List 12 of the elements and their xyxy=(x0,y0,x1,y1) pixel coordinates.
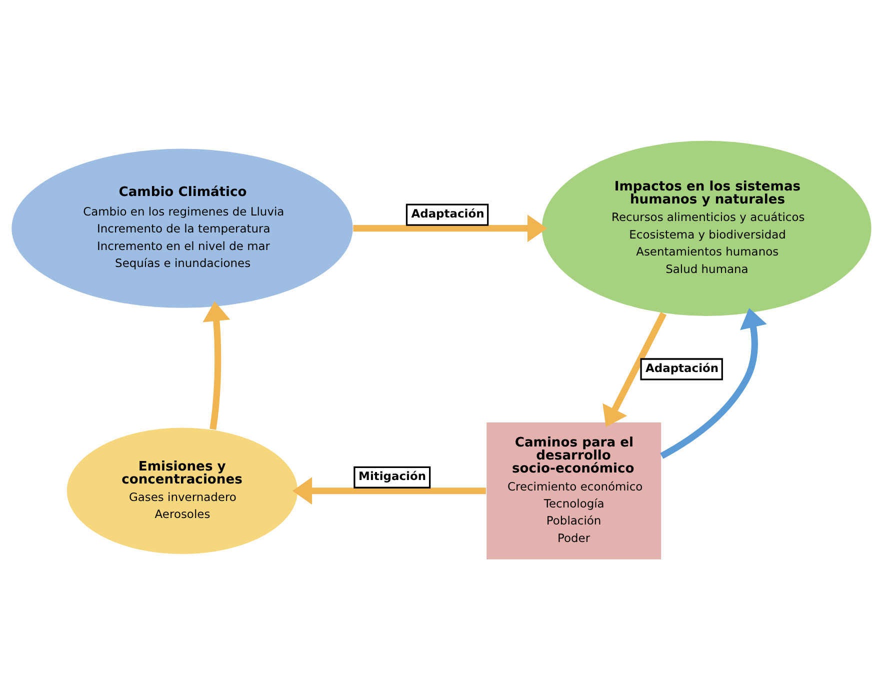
node-ellipse: Emisiones y concentraciones Gases invernadero Aerosoles xyxy=(66,426,298,555)
arrow xyxy=(292,477,486,505)
node-ellipse: Impactos en los sistemas humanos y naturales Recursos alimenticios y acuáticos Ecosistema y biodiversidad Asentamientos humanos Salud humana xyxy=(541,140,872,317)
arrow xyxy=(602,312,667,427)
edge-label: Mitigación xyxy=(358,469,426,484)
edge-label: Adaptación xyxy=(411,206,484,220)
edge-label: Adaptación xyxy=(646,360,719,375)
arrow xyxy=(202,301,230,430)
arrow xyxy=(660,308,767,459)
node-ellipse: Cambio Climático Cambio en los regimenes de Lluvia Incremento de la temperatura Incremento en el nivel de mar Sequías e inundaciones xyxy=(10,148,354,309)
arrow xyxy=(353,214,548,242)
node-box: Caminos para el desarrollo socio-económico Crecimiento económico Tecnología Población Poder xyxy=(486,422,662,560)
